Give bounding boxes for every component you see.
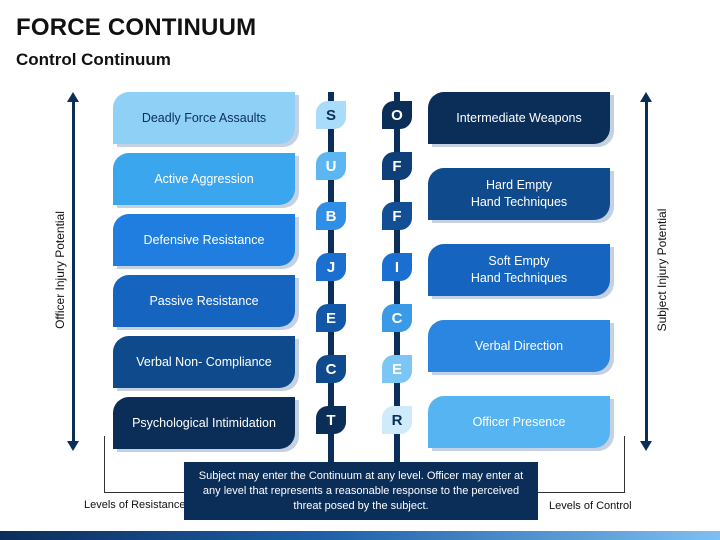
resistance-bracket — [104, 436, 185, 493]
left-arrow-down-head — [67, 441, 79, 451]
left-arrow-up-head — [67, 92, 79, 102]
page-subtitle: Control Continuum — [16, 50, 171, 69]
resistance-level-psychological-intimidation: Psychological Intimidation — [113, 397, 295, 449]
resistance-level-deadly-force-assaults: Deadly Force Assaults — [113, 92, 295, 144]
control-level-verbal-direction: Verbal Direction — [428, 320, 610, 372]
left-arrow-shaft — [71, 101, 75, 442]
officer-letter-1: O — [382, 101, 412, 129]
right-arrow-shaft — [644, 101, 648, 442]
resistance-level-passive-resistance: Passive Resistance — [113, 275, 295, 327]
levels-of-control-label: Levels of Control — [549, 500, 632, 512]
resistance-level-verbal-non-compliance: Verbal Non- Compliance — [113, 336, 295, 388]
subject-letter-1: S — [316, 101, 346, 129]
resistance-level-defensive-resistance: Defensive Resistance — [113, 214, 295, 266]
right-arrow-down-head — [640, 441, 652, 451]
officer-injury-label: Officer Injury Potential — [53, 211, 67, 329]
officer-letter-5: C — [382, 304, 412, 332]
officer-letter-4: I — [382, 253, 412, 281]
resistance-level-active-aggression: Active Aggression — [113, 153, 295, 205]
subject-letter-5: E — [316, 304, 346, 332]
officer-letter-7: R — [382, 406, 412, 434]
subject-letter-3: B — [316, 202, 346, 230]
right-arrow-up-head — [640, 92, 652, 102]
subject-letter-7: T — [316, 406, 346, 434]
control-bracket — [538, 436, 625, 493]
subject-letter-6: C — [316, 355, 346, 383]
bottom-accent-bar — [0, 531, 720, 540]
officer-letter-3: F — [382, 202, 412, 230]
levels-of-resistance-label: Levels of Resistance — [84, 499, 186, 511]
officer-letter-2: F — [382, 152, 412, 180]
control-level-officer-presence: Officer Presence — [428, 396, 610, 448]
subject-letter-4: J — [316, 253, 346, 281]
subject-injury-label: Subject Injury Potential — [655, 208, 669, 332]
officer-letter-6: E — [382, 355, 412, 383]
control-level-intermediate-weapons: Intermediate Weapons — [428, 92, 610, 144]
page-title: FORCE CONTINUUM — [16, 14, 257, 41]
subject-letter-2: U — [316, 152, 346, 180]
continuum-note: Subject may enter the Continuum at any l… — [184, 462, 538, 520]
